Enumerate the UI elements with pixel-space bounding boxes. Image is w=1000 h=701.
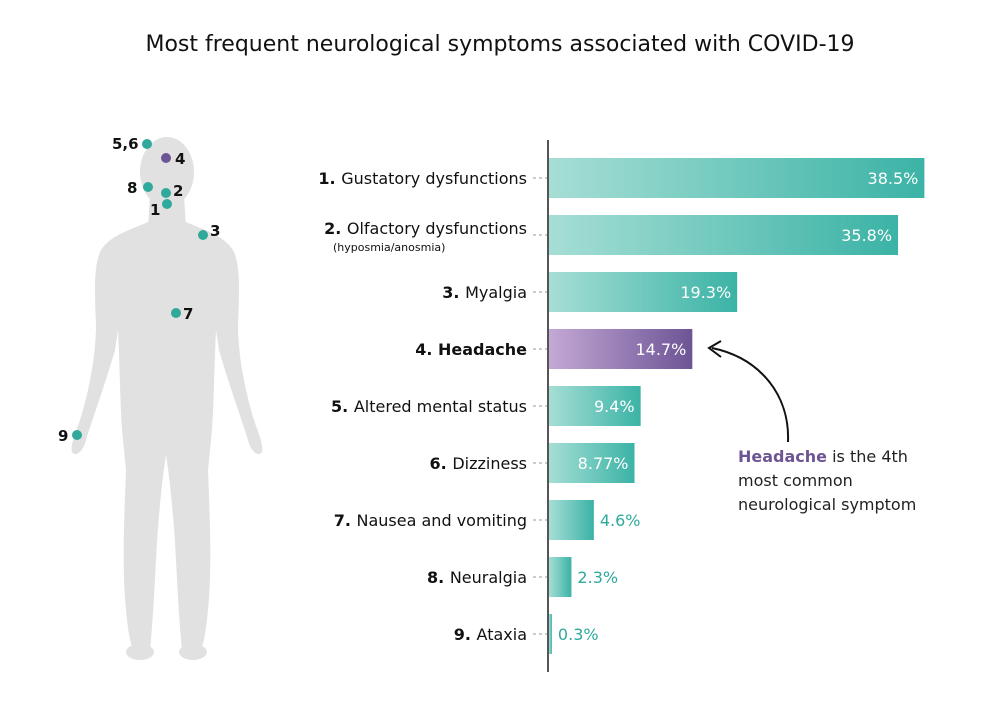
category-label-3: 3. Myalgia: [442, 283, 527, 302]
body-marker-label-6: 3: [210, 222, 220, 240]
bar-6: [549, 443, 635, 483]
bar-8: [549, 557, 572, 597]
body-marker-dot-7: [171, 308, 181, 318]
value-label-7: 4.6%: [600, 511, 641, 530]
value-label-5: 9.4%: [594, 397, 635, 416]
leader-lines: [533, 177, 547, 635]
category-label-9: 9. Ataxia: [454, 625, 527, 644]
value-label-3: 19.3%: [680, 283, 731, 302]
annotation-line-2: most common: [738, 471, 853, 490]
body-marker-dot-5: [162, 199, 172, 209]
annotation-strong: Headache: [738, 447, 827, 466]
value-label-8: 2.3%: [577, 568, 618, 587]
value-label-6: 8.77%: [578, 454, 629, 473]
category-sublabel-2: (hyposmia/anosmia): [333, 241, 445, 254]
human-silhouette: [71, 137, 263, 660]
category-label-5: 5. Altered mental status: [331, 397, 527, 416]
body-marker-dot-3: [143, 182, 153, 192]
value-label-1: 38.5%: [868, 169, 919, 188]
body-marker-dot-1: [142, 139, 152, 149]
bar-7: [549, 500, 594, 540]
category-label-6: 6. Dizziness: [430, 454, 527, 473]
body-marker-dot-4: [161, 188, 171, 198]
bar-5: [549, 386, 641, 426]
category-labels: 1. Gustatory dysfunctions 2. Olfactory dy…: [318, 169, 527, 644]
headache-annotation: Headache is the 4th most common neurolog…: [707, 340, 916, 514]
value-label-9: 0.3%: [558, 625, 599, 644]
bar-1: [549, 158, 925, 198]
body-marker-label-3: 8: [127, 179, 137, 197]
value-label-2: 35.8%: [841, 226, 892, 245]
body-marker-dot-2: [161, 153, 171, 163]
chart-title: Most frequent neurological symptoms asso…: [145, 32, 855, 57]
annotation-line-1-rest: is the 4th: [827, 447, 908, 466]
category-label-7: 7. Nausea and vomiting: [334, 511, 527, 530]
body-marker-label-7: 7: [183, 305, 193, 323]
annotation-line-3: neurological symptom: [738, 495, 916, 514]
body-marker-dot-6: [198, 230, 208, 240]
body-marker-label-2: 4: [175, 150, 185, 168]
bar-4: [549, 329, 693, 369]
body-marker-label-8: 9: [58, 427, 68, 445]
category-label-4: 4. Headache: [415, 340, 527, 359]
body-marker-label-1: 5,6: [112, 135, 139, 153]
annotation-line-1: Headache is the 4th: [738, 447, 908, 466]
bars: 38.5% 35.8% 19.3% 14.7% 9.4% 8.77% 4.6% 2.3% 0.3…: [549, 158, 925, 654]
body-marker-label-5: 1: [150, 201, 160, 219]
body-markers: 5,6 4 8 21 3 7 9: [58, 135, 220, 445]
value-label-4: 14.7%: [635, 340, 686, 359]
bar-2: [549, 215, 899, 255]
bar-9: [549, 614, 552, 654]
category-label-8: 8. Neuralgia: [427, 568, 527, 587]
bar-3: [549, 272, 738, 312]
annotation-arrow: [711, 347, 790, 443]
body-marker-label-4: 2: [173, 182, 183, 200]
category-label-1: 1. Gustatory dysfunctions: [318, 169, 527, 188]
category-label-2: 2. Olfactory dysfunctions: [324, 219, 527, 238]
annotation-arrowhead: [707, 340, 722, 358]
body-marker-dot-8: [72, 430, 82, 440]
